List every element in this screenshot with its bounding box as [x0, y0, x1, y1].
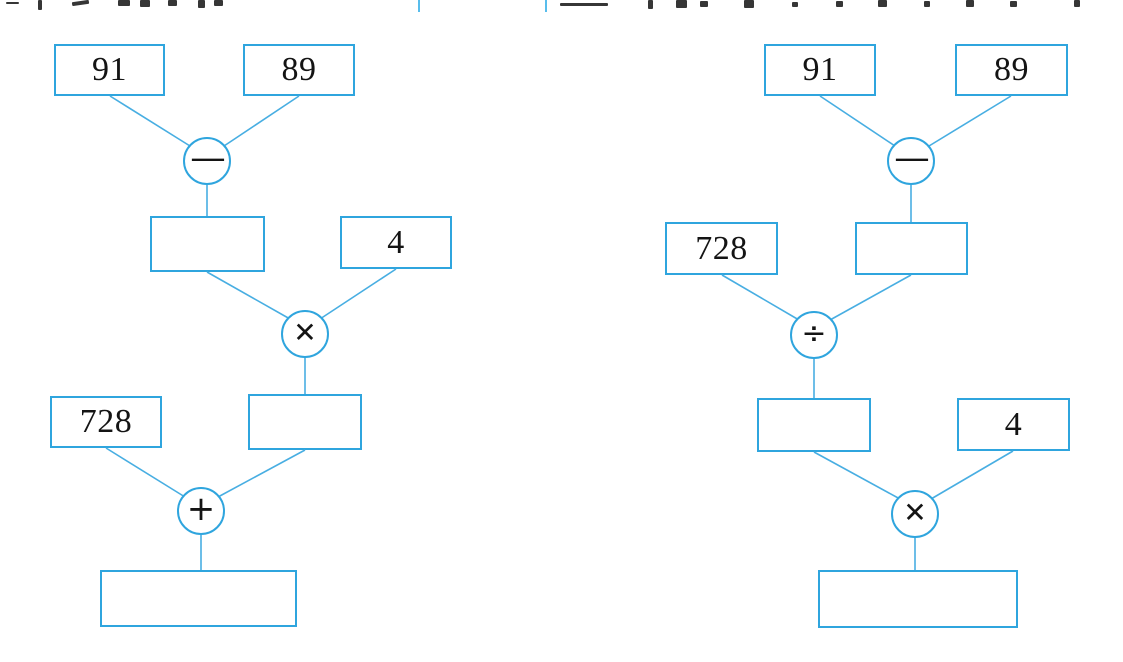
operator-minus-icon: —: [887, 137, 935, 185]
answer-box-div[interactable]: [757, 398, 871, 452]
link-result-to-multiply: [206, 271, 291, 320]
link-result-to-multiply: [813, 451, 901, 500]
link-728-to-divide: [721, 274, 800, 321]
link-result-to-plus: [217, 449, 306, 498]
plus-glyph: +: [186, 489, 216, 529]
input-box-4: 4: [957, 398, 1070, 451]
link-91-to-minus: [819, 95, 896, 147]
link-result-to-divide: [829, 274, 912, 321]
operator-plus-icon: +: [177, 487, 225, 535]
answer-box-final[interactable]: [818, 570, 1018, 628]
operator-multiply-icon: ✕: [281, 310, 329, 358]
minus-glyph: —: [189, 138, 226, 178]
input-box-89: 89: [243, 44, 355, 96]
answer-box-final[interactable]: [100, 570, 297, 627]
operator-multiply-icon: ✕: [891, 490, 939, 538]
input-box-728: 728: [50, 396, 162, 448]
link-89-to-minus: [928, 95, 1012, 147]
minus-glyph: —: [893, 138, 930, 178]
operator-minus-icon: —: [183, 137, 231, 185]
answer-box-sub[interactable]: [855, 222, 968, 275]
link-89-to-minus: [223, 95, 300, 147]
operator-divide-icon: ÷: [790, 311, 838, 359]
link-4-to-multiply: [930, 450, 1014, 500]
input-box-728: 728: [665, 222, 778, 275]
input-box-91: 91: [764, 44, 876, 96]
input-box-89: 89: [955, 44, 1068, 96]
cropped-text-remnant: [0, 0, 1123, 14]
answer-box-sub[interactable]: [150, 216, 265, 272]
times-glyph: ✕: [293, 316, 317, 349]
input-box-4: 4: [340, 216, 452, 269]
link-728-to-plus: [105, 447, 186, 498]
link-4-to-multiply: [319, 268, 397, 320]
divide-glyph: ÷: [801, 316, 827, 351]
answer-box-mul[interactable]: [248, 394, 362, 450]
times-glyph: ✕: [903, 496, 927, 529]
input-box-91: 91: [54, 44, 165, 96]
link-91-to-minus: [109, 95, 191, 147]
